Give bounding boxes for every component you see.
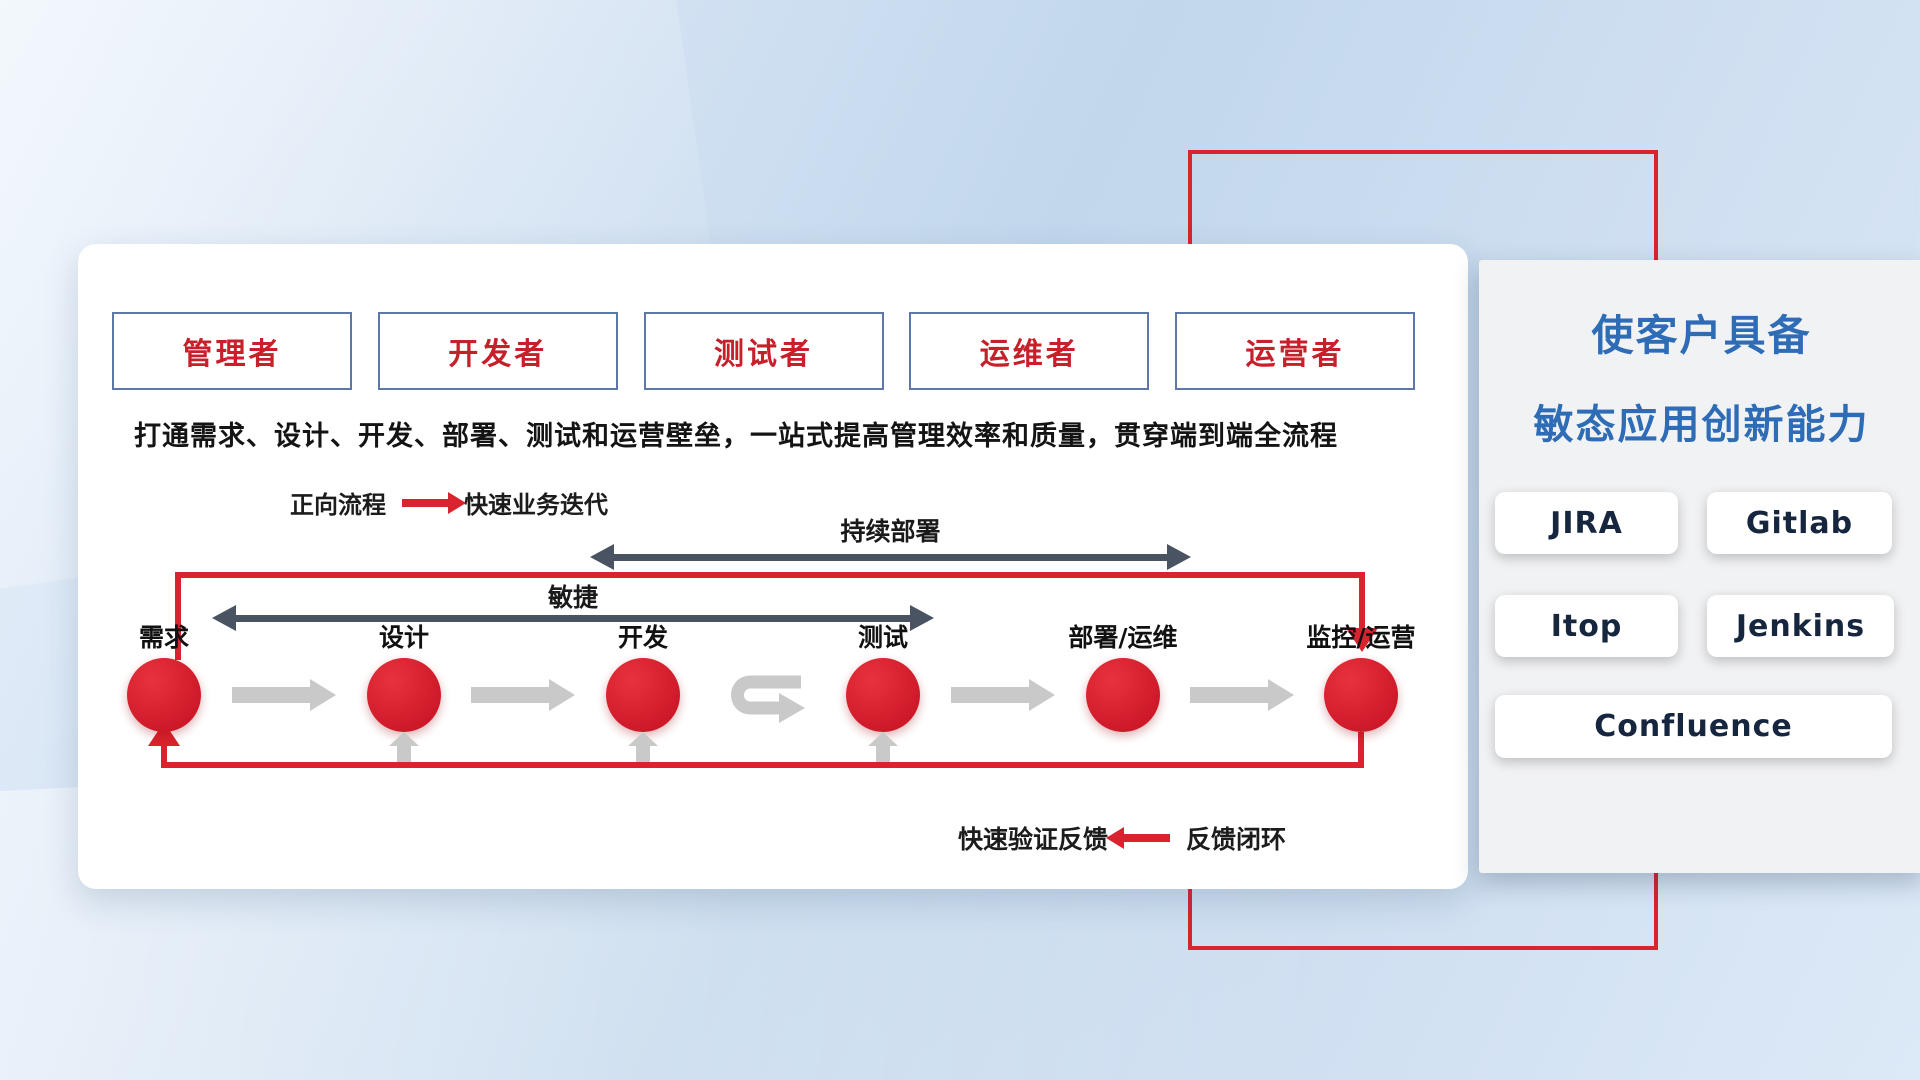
panel-title-line2: 敏态应用创新能力 xyxy=(1533,402,1870,448)
feedback-loop-line-left xyxy=(161,744,167,762)
capability-panel: 使客户具备 敏态应用创新能力 JIRA Gitlab Itop Jenkins … xyxy=(1479,260,1920,873)
role-box-developer: 开发者 xyxy=(377,312,618,390)
node-monitor-op xyxy=(1324,658,1398,732)
flow-arrow-icon xyxy=(471,679,575,711)
forward-loop-line xyxy=(175,572,1365,578)
role-label: 管理者 xyxy=(182,337,282,372)
feedback-up-arrow-icon xyxy=(868,732,898,762)
node-label-develop: 开发 xyxy=(617,623,668,652)
role-box-tester: 测试者 xyxy=(643,312,884,390)
node-label-design: 设计 xyxy=(378,623,429,652)
feedback-up-arrow-icon xyxy=(389,732,419,762)
legend-forward-label: 正向流程 xyxy=(290,491,386,519)
feedback-arrow-icon xyxy=(1106,827,1171,849)
role-box-operator: 运营者 xyxy=(1175,312,1415,390)
tool-chip-itop: Itop xyxy=(1495,595,1678,657)
node-label-monitor-op: 监控/运营 xyxy=(1306,623,1416,652)
flow-arrow-icon xyxy=(232,679,336,711)
flow-arrow-icon xyxy=(1190,679,1294,711)
workflow-card: 管理者 开发者 测试者 运维者 运营者 打通需求、设计、开发、部署、测试和运营壁… xyxy=(78,244,1468,889)
role-box-manager: 管理者 xyxy=(112,312,352,390)
flow-arrow-icon xyxy=(951,679,1055,711)
agile-arrow-icon xyxy=(212,605,934,631)
node-design xyxy=(367,658,441,732)
agile-label: 敏捷 xyxy=(547,583,598,612)
forward-arrow-icon xyxy=(402,491,466,514)
tool-chip-jenkins: Jenkins xyxy=(1707,595,1894,657)
roles-row: 管理者 开发者 测试者 运维者 运营者 xyxy=(112,312,1415,390)
feedback-loop-line-right xyxy=(1358,732,1364,762)
panel-title-line1: 使客户具备 xyxy=(1591,311,1812,360)
legend-forward-flow: 正向流程 快速业务迭代 xyxy=(290,485,608,520)
forward-loop-line-left xyxy=(175,572,181,660)
legend-feedback-value: 反馈闭环 xyxy=(1186,825,1287,854)
feedback-up-arrow-icon xyxy=(628,732,658,762)
node-label-requirements: 需求 xyxy=(138,623,189,652)
role-label: 开发者 xyxy=(448,337,548,372)
workflow-description: 打通需求、设计、开发、部署、测试和运营壁垒，一站式提高管理效率和质量，贯穿端到端… xyxy=(134,421,1338,452)
node-requirements xyxy=(127,658,201,732)
legend-feedback-label: 快速验证反馈 xyxy=(958,825,1109,854)
node-label-test: 测试 xyxy=(857,623,908,652)
tool-chip-confluence: Confluence xyxy=(1495,695,1892,758)
iteration-loop-icon xyxy=(731,675,805,723)
forward-loop-arrowhead-icon xyxy=(1346,628,1378,652)
node-test xyxy=(846,658,920,732)
role-label: 测试者 xyxy=(714,337,813,372)
feedback-loop-line xyxy=(161,762,1364,768)
tool-chip-jira: JIRA xyxy=(1495,492,1678,554)
node-develop xyxy=(606,658,680,732)
role-label: 运维者 xyxy=(979,337,1079,372)
legend-forward-value: 快速业务迭代 xyxy=(464,491,608,519)
tool-chip-gitlab: Gitlab xyxy=(1707,492,1892,554)
role-label: 运营者 xyxy=(1245,337,1345,372)
legend-feedback-loop: 快速验证反馈 反馈闭环 xyxy=(958,820,1286,856)
node-deploy-ops xyxy=(1086,658,1160,732)
role-box-ops: 运维者 xyxy=(909,312,1150,390)
forward-loop-line-right xyxy=(1359,572,1365,628)
continuous-deploy-arrow-icon xyxy=(590,544,1191,570)
continuous-deploy-label: 持续部署 xyxy=(840,517,941,546)
node-label-deploy-ops: 部署/运维 xyxy=(1068,623,1178,652)
